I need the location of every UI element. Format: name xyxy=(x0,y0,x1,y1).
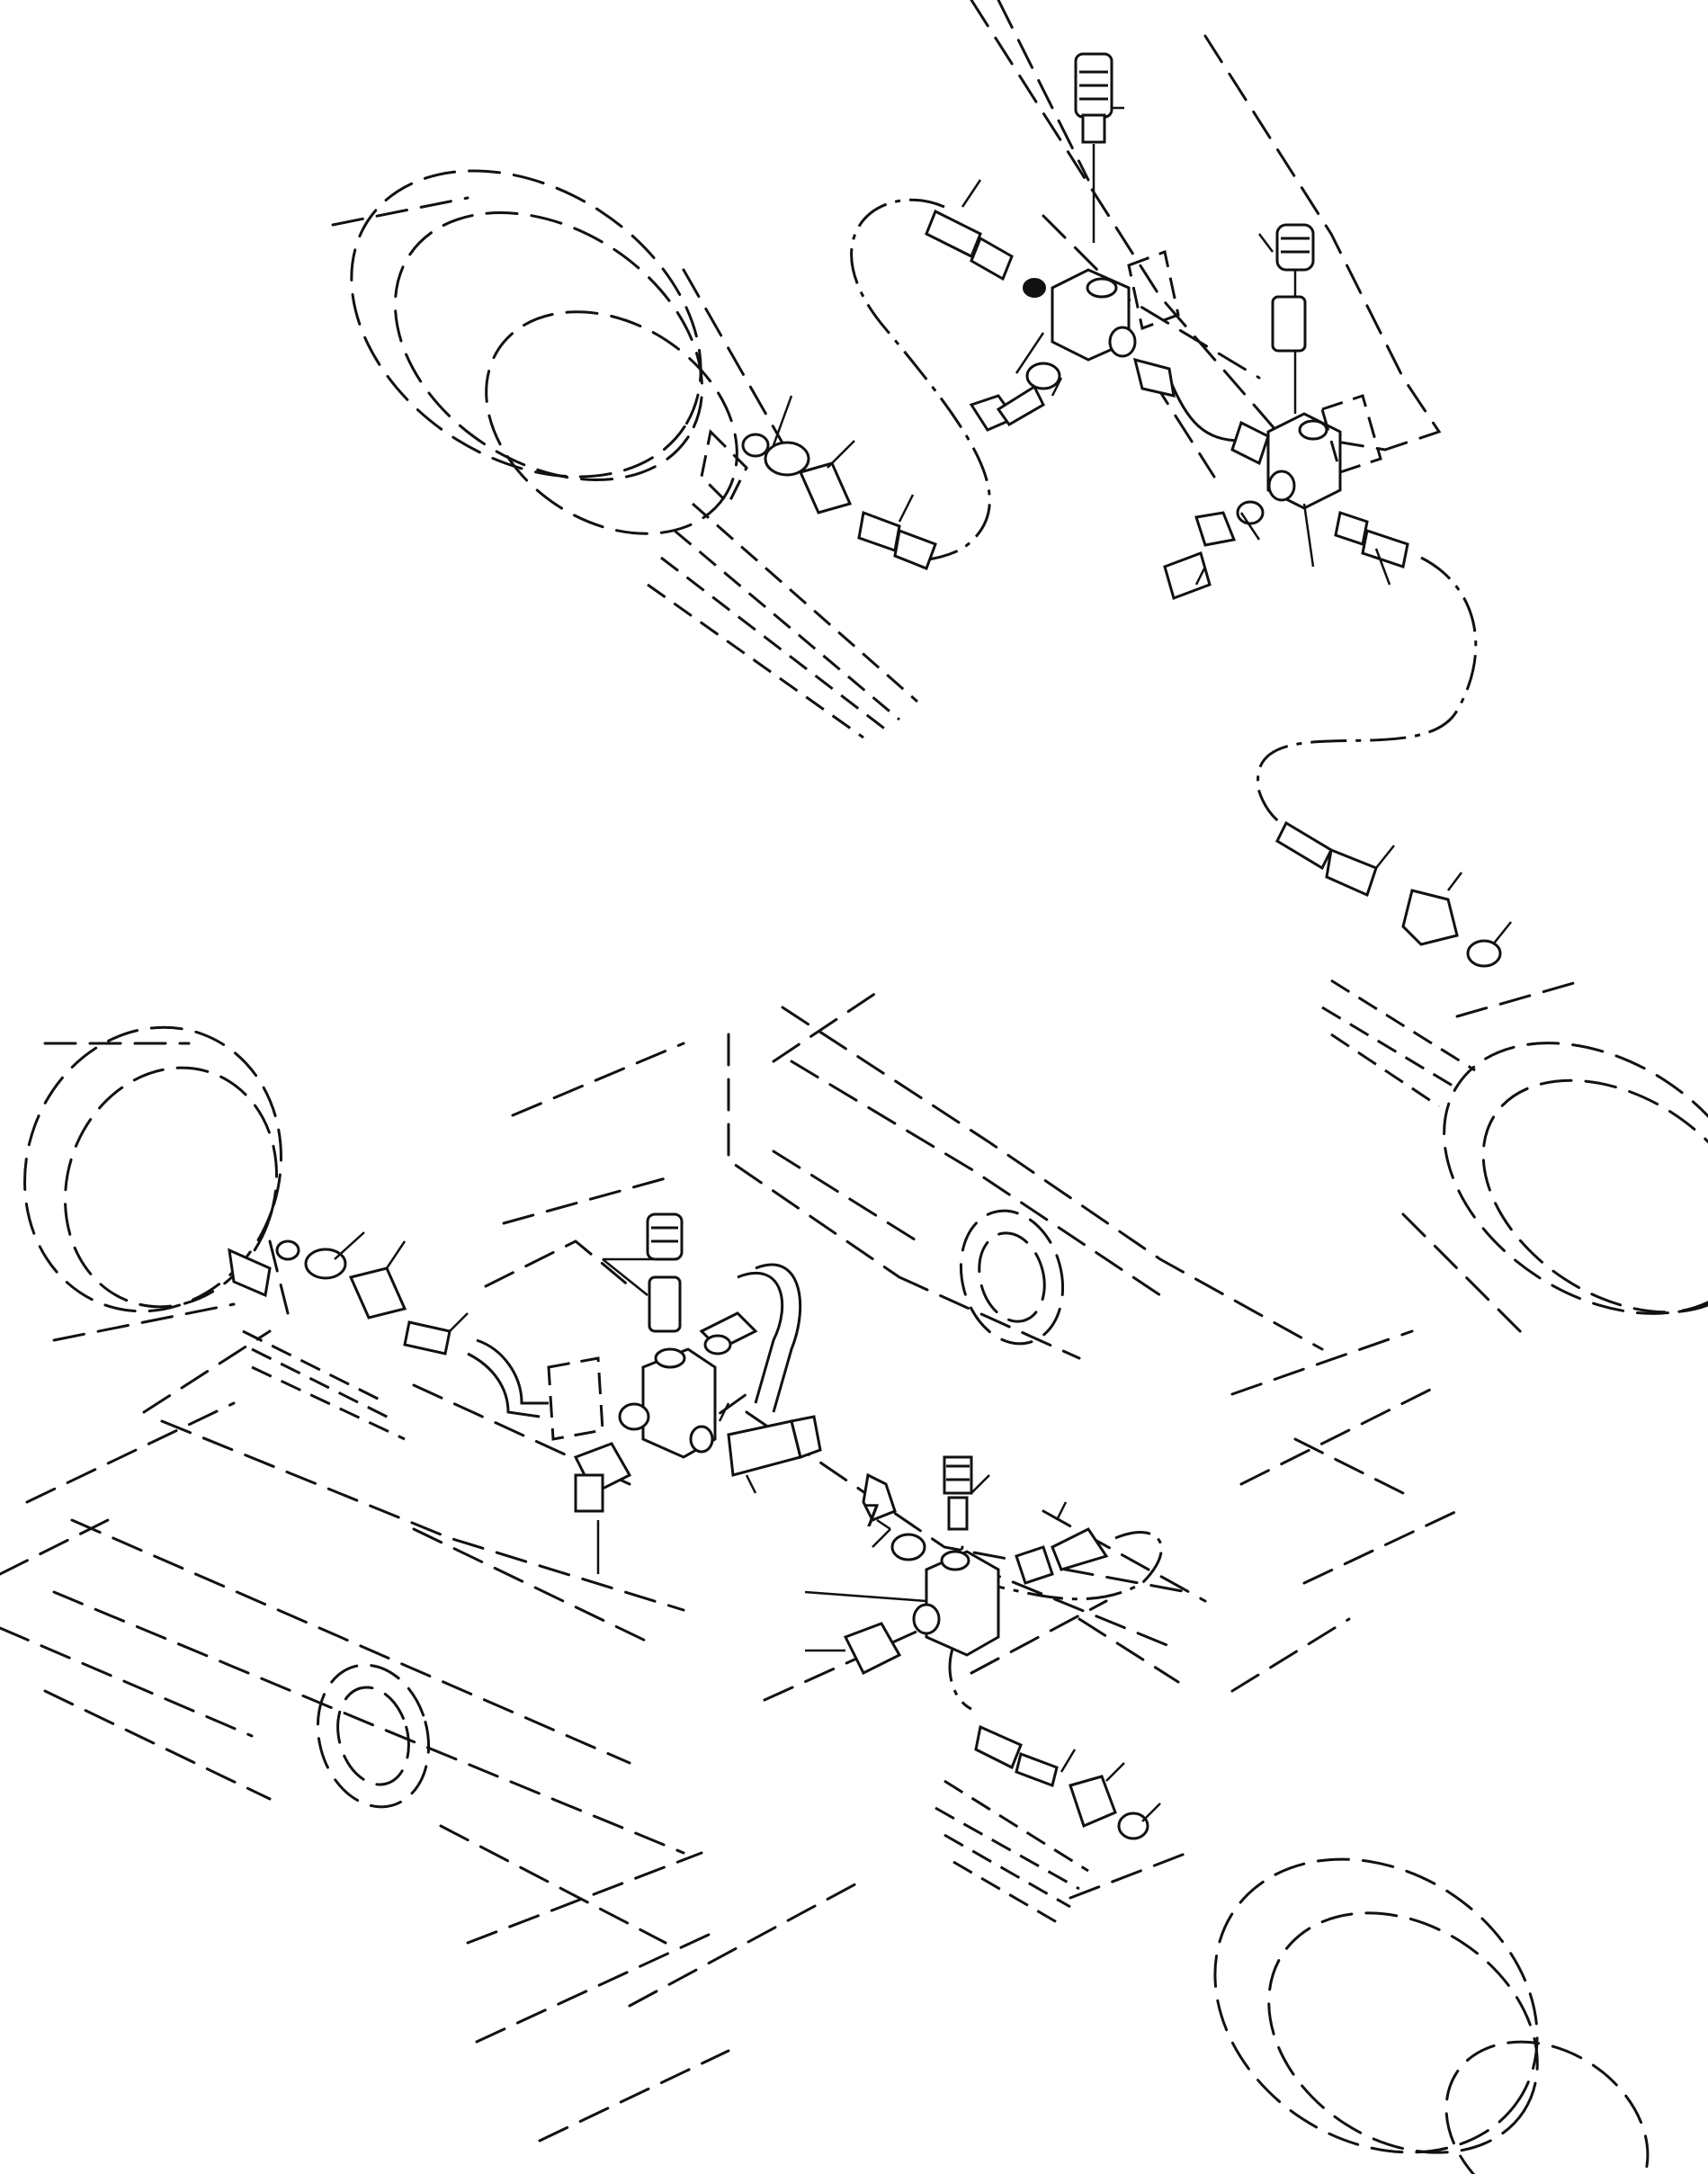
upper-fittings xyxy=(700,52,1512,968)
lower-fittings xyxy=(228,1212,1161,1840)
upper-brake-lines xyxy=(850,198,1478,834)
lower-frame-outline xyxy=(0,988,1459,2143)
callout-7-leader xyxy=(876,1518,891,1531)
upper-right-cylinder xyxy=(1321,979,1708,1342)
callouts: 7 xyxy=(862,1499,891,1534)
lower-brake-lines xyxy=(467,1263,1163,1711)
lower-round-openings xyxy=(316,1209,1065,1809)
upper-left-cylinder xyxy=(331,169,918,739)
callout-7-label: 7 xyxy=(862,1499,881,1534)
lower-right-cylinder xyxy=(934,1779,1650,2174)
lower-left-cylinder xyxy=(23,1025,406,1441)
